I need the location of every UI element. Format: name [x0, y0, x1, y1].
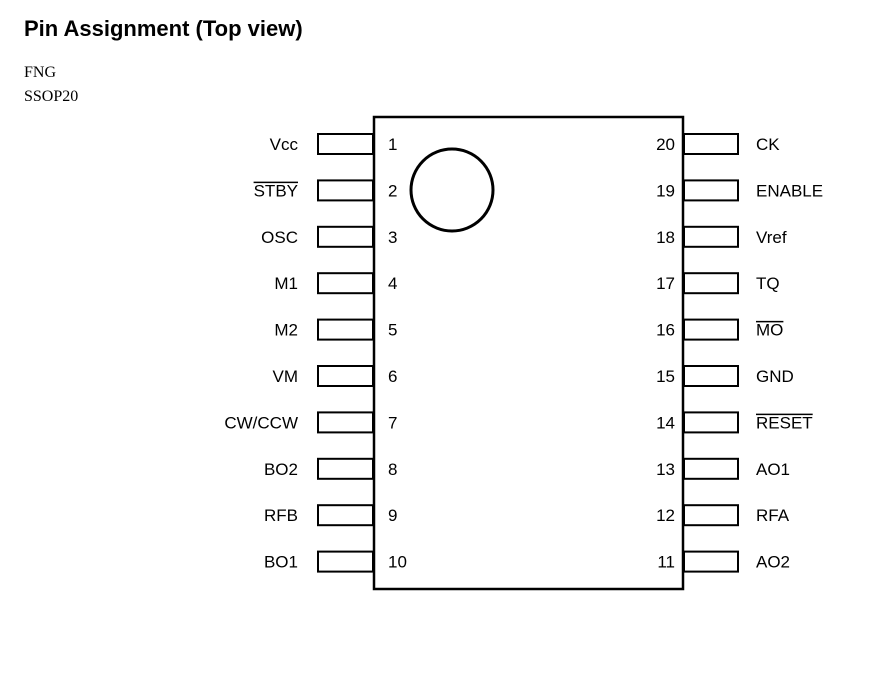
page-title: Pin Assignment (Top view) — [24, 16, 303, 41]
pin-lead-left-7 — [317, 411, 374, 434]
pin-label-14: RESET — [756, 413, 813, 432]
pin-lead-left-5 — [317, 318, 374, 341]
pin-lead-right-20 — [683, 133, 739, 155]
pin-label-16: MO — [756, 321, 783, 340]
pin-label-13: AO1 — [756, 460, 790, 479]
pin-number-3: 3 — [388, 228, 397, 247]
pin-number-20: 20 — [656, 135, 675, 154]
pin-number-12: 12 — [656, 506, 675, 525]
pin-number-19: 19 — [656, 181, 675, 200]
pin-lead-right-15 — [683, 365, 739, 387]
pin-number-13: 13 — [656, 460, 675, 479]
pin-number-6: 6 — [388, 367, 397, 386]
pin-label-19: ENABLE — [756, 181, 823, 200]
pin-lead-right-18 — [683, 225, 739, 248]
pin-number-1: 1 — [388, 135, 397, 154]
pin-number-7: 7 — [388, 413, 397, 432]
pin-label-6: VM — [273, 367, 299, 386]
pin-lead-right-17 — [683, 272, 739, 295]
pin-lead-right-13 — [683, 457, 739, 480]
pin-label-20: CK — [756, 135, 780, 154]
pin-lead-left-1 — [317, 133, 374, 155]
pin-number-8: 8 — [388, 460, 397, 479]
pin-number-10: 10 — [388, 553, 407, 572]
pin-label-5: M2 — [274, 321, 298, 340]
pin-lead-right-11 — [683, 550, 739, 573]
pin-lead-right-19 — [683, 179, 739, 202]
pin-label-4: M1 — [274, 274, 298, 293]
pin-label-3: OSC — [261, 228, 298, 247]
pin-lead-left-10 — [317, 550, 374, 573]
pin-label-17: TQ — [756, 274, 780, 293]
pin-label-2: STBY — [254, 181, 298, 200]
pin-label-15: GND — [756, 367, 794, 386]
pin-label-8: BO2 — [264, 460, 298, 479]
pin-lead-left-6 — [317, 365, 374, 387]
pin-lead-right-12 — [683, 504, 739, 527]
pin-label-1: Vcc — [270, 135, 299, 154]
pin-lead-left-2 — [317, 179, 374, 202]
pin-lead-left-9 — [317, 504, 374, 527]
package-line-fng: FNG — [24, 64, 57, 81]
pin-number-5: 5 — [388, 321, 397, 340]
pin-number-17: 17 — [656, 274, 675, 293]
pin-number-2: 2 — [388, 181, 397, 200]
pin-number-15: 15 — [656, 367, 675, 386]
pin-lead-left-4 — [317, 272, 374, 295]
pin-label-12: RFA — [756, 506, 790, 525]
pin-lead-right-16 — [683, 318, 739, 341]
pin-number-11: 11 — [657, 553, 675, 572]
chip-body — [372, 115, 685, 591]
pin1-marker-circle — [409, 147, 495, 233]
pin-number-16: 16 — [656, 321, 675, 340]
pin-number-4: 4 — [388, 274, 397, 293]
pin-label-11: AO2 — [756, 553, 790, 572]
pin-lead-right-14 — [683, 411, 739, 434]
package-line-ssop20: SSOP20 — [24, 88, 79, 105]
pin-label-7: CW/CCW — [224, 413, 298, 432]
pin-number-9: 9 — [388, 506, 397, 525]
pin-label-18: Vref — [756, 228, 787, 247]
pin-number-14: 14 — [656, 413, 675, 432]
pin-label-10: BO1 — [264, 553, 298, 572]
pin-number-18: 18 — [656, 228, 675, 247]
pin-lead-left-3 — [317, 225, 374, 248]
pin-label-9: RFB — [264, 506, 298, 525]
pin-lead-left-8 — [317, 457, 374, 480]
